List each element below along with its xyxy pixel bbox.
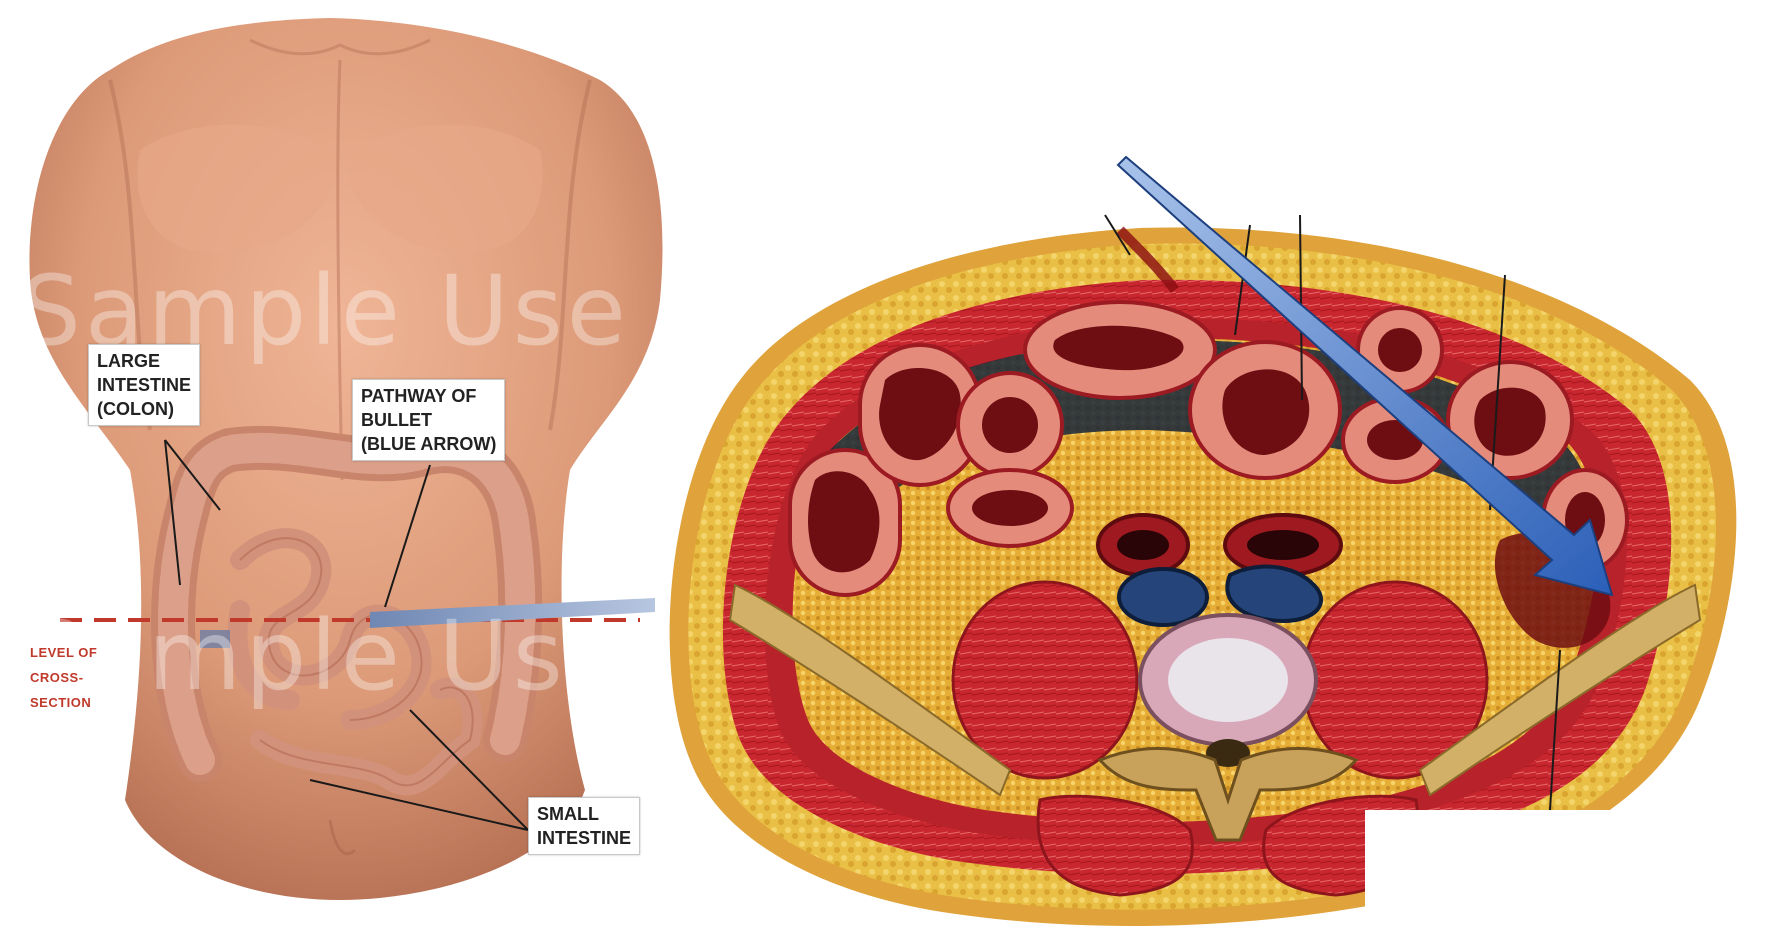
bullet-pathway-label: PATHWAY OF BULLET (BLUE ARROW) xyxy=(352,379,505,461)
blank-label-area xyxy=(1365,810,1774,941)
watermark-text-bottom: Sample Use xyxy=(20,600,630,712)
small-intestine-label: SMALL INTESTINE xyxy=(528,797,640,855)
large-intestine-label: LARGE INTESTINE (COLON) xyxy=(88,344,200,426)
cross-section-level-label: LEVEL OF CROSS- SECTION xyxy=(30,640,97,715)
left-blue-vessel xyxy=(1119,569,1207,625)
